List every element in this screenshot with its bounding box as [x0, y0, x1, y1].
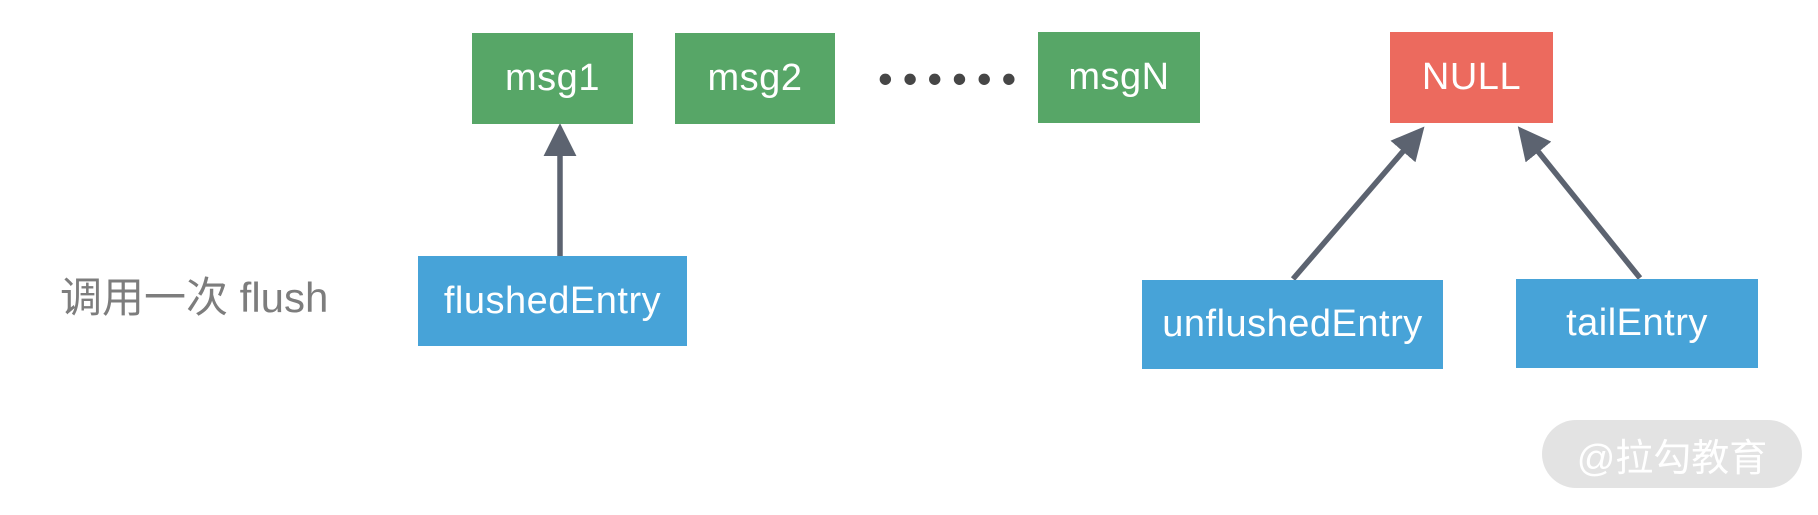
node-tail-entry: tailEntry	[1516, 279, 1758, 368]
edge-unflushedentry-to-null	[1290, 126, 1425, 281]
watermark-text: @拉勾教育	[1576, 437, 1768, 480]
node-msg1: msg1	[472, 33, 633, 124]
edge-tailentry-to-null	[1517, 126, 1643, 280]
node-msg2: msg2	[675, 33, 835, 124]
node-null: NULL	[1390, 32, 1553, 123]
watermark-badge: @拉勾教育	[1542, 420, 1802, 488]
caption-label: 调用一次 flush	[60, 274, 329, 321]
ellipsis-dots: ••••••	[878, 55, 1027, 102]
node-unflushed-entry: unflushedEntry	[1142, 280, 1443, 369]
node-msgN: msgN	[1038, 32, 1200, 123]
node-flushed-entry: flushedEntry	[418, 256, 687, 346]
